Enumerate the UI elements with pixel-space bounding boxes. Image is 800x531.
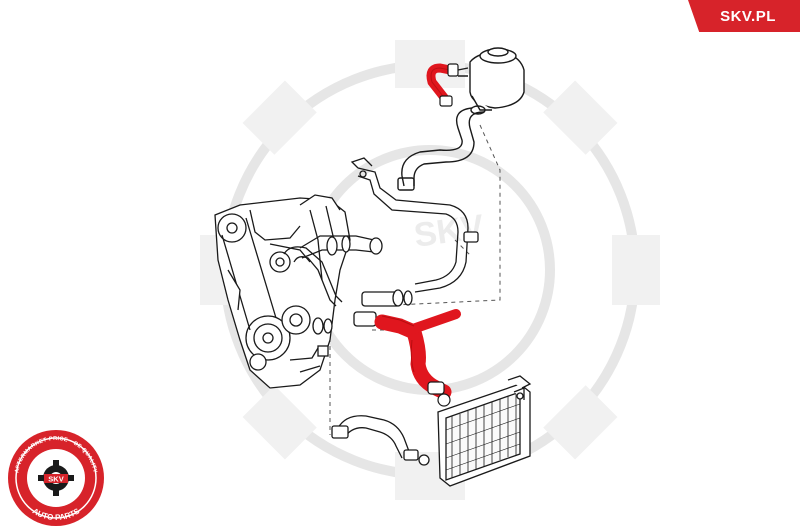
engine-block [214,194,351,389]
highlighted-small-hose [426,63,459,107]
brand-tab-label: SKV.PL [720,7,776,25]
lower-radiator-hose [331,415,430,466]
radiator [437,375,532,487]
tank-return-hose [397,105,486,191]
highlighted-radiator-hose [374,309,461,407]
badge-center-text: SKV [48,475,63,484]
expansion-tank [457,47,525,111]
engine-hose-and-thermostat [283,235,413,335]
heater-pipe [350,157,479,293]
skv-auto-parts-badge: AFTERMARKET PRICE · OE QUALITY AUTO PART… [8,430,104,526]
brand-tab[interactable]: SKV.PL [688,0,800,32]
